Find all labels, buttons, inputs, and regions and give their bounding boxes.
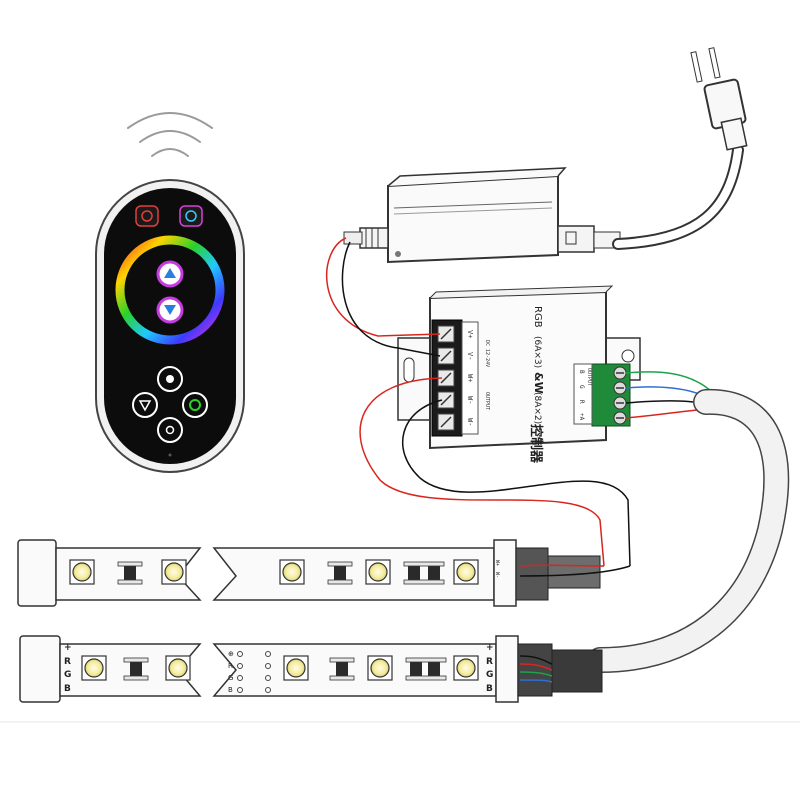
rgb-strip-labels: + R G B ⊕ R G B + R G B: [64, 643, 494, 694]
power-wires: [326, 237, 441, 357]
white-strip-wires: [359, 377, 631, 567]
controller-label-w-rating: (8A×2): [532, 392, 542, 424]
white-strip-label-wplus: W+: [494, 560, 500, 566]
rgb-left-label-b: B: [64, 684, 71, 694]
controller-label-rgb-rating: (6A×3): [532, 336, 542, 368]
controller-label-w: &W: [532, 372, 545, 394]
input-terminal-label-3: W-: [466, 396, 474, 404]
led-chip: [69, 559, 479, 585]
power-off-button[interactable]: [135, 205, 159, 227]
rgb-right-label-r: R: [486, 657, 493, 667]
scene-button[interactable]: [182, 392, 208, 418]
input-terminal-label-4: W-: [466, 418, 474, 426]
brightness-up-button[interactable]: [157, 366, 183, 392]
input-terminal-label-2: W+: [466, 374, 474, 382]
controller-input-label: DC 12-24V: [484, 340, 490, 367]
power-adapter: [343, 167, 621, 264]
power-on-button[interactable]: [179, 205, 203, 227]
output-terminal-label-0: B: [578, 370, 585, 374]
rgb-left-label-g: G: [64, 670, 71, 680]
output-terminal-label-1: G: [578, 385, 585, 389]
resistor: [124, 564, 440, 582]
rgb-right-label-b: B: [486, 684, 493, 694]
controller-label-group: RGB (6A×3) &W (8A×2) 控制器 DC 12-24V OUTPU…: [466, 306, 592, 464]
output-terminal-label-3: +A: [578, 413, 585, 421]
rgb-right-label-plus: +: [486, 643, 494, 653]
white-strip-label-wminus: W-: [494, 572, 500, 578]
rgb-mid-label-plus: ⊕: [228, 650, 234, 658]
rgb-mid-label-b: B: [228, 686, 233, 694]
remote-control: [95, 112, 245, 473]
controller-label-cn: 控制器: [528, 424, 544, 464]
rgb-cable: [587, 388, 790, 673]
controller-box: [397, 285, 641, 450]
input-terminal-label-1: V-: [466, 352, 474, 360]
rgb-led-strip: [19, 635, 603, 703]
color-wheel-ring[interactable]: [115, 235, 225, 345]
mode-button[interactable]: [132, 392, 158, 418]
controller-label-rgb: RGB: [532, 306, 543, 328]
led-chip: [81, 655, 479, 681]
brightness-down-button[interactable]: [157, 417, 183, 443]
down-button[interactable]: [156, 296, 184, 324]
ac-power-cord: [612, 144, 744, 250]
ac-plug-icon: [690, 47, 748, 151]
white-led-strip: W+ W-: [17, 539, 601, 607]
rgb-right-label-g: G: [486, 670, 493, 680]
wireless-signal-icon: [127, 112, 213, 157]
rgb-left-label-r: R: [64, 657, 71, 667]
rgb-left-label-plus: +: [64, 643, 72, 653]
up-button[interactable]: [156, 260, 184, 288]
rgb-mid-label-g: G: [228, 674, 233, 682]
white-strip-connector-wires: [519, 564, 631, 577]
controller-output-label: OUTPUT: [484, 392, 490, 410]
resistor: [130, 660, 440, 678]
rgb-mid-label-r: R: [228, 662, 233, 670]
output-terminal-label-2: R: [578, 400, 585, 404]
input-terminal-label-0: V+: [466, 330, 474, 338]
output-header-label: OUTPUT: [586, 368, 592, 386]
